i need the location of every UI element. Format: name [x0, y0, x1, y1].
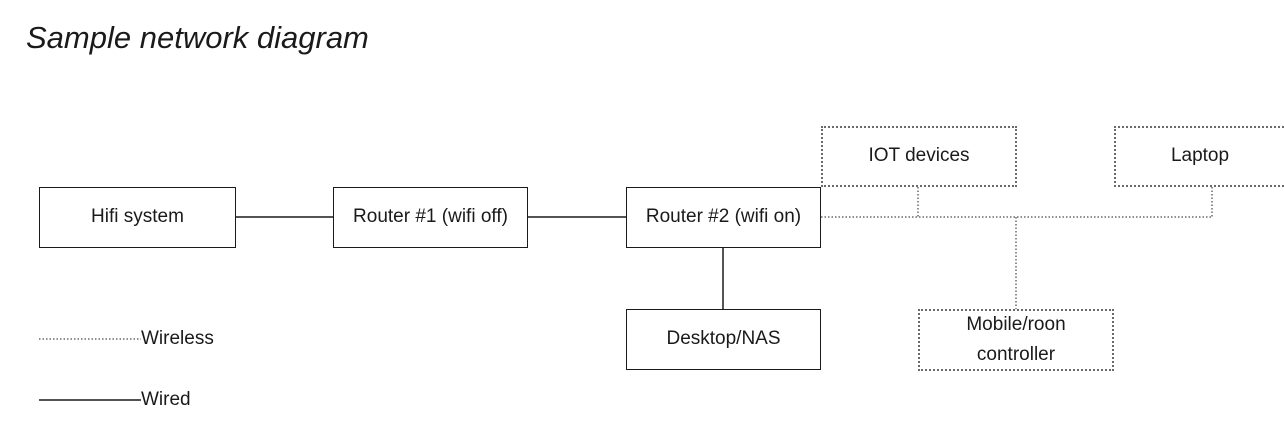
node-iot-devices-label: IOT devices — [868, 145, 970, 167]
diagram-title: Sample network diagram — [26, 20, 369, 55]
node-iot-devices: IOT devices — [821, 126, 1017, 187]
node-router-2: Router #2 (wifi on) — [626, 187, 821, 248]
node-router-1-label: Router #1 (wifi off) — [353, 206, 508, 228]
node-laptop: Laptop — [1114, 126, 1284, 187]
node-desktop-nas-label: Desktop/NAS — [666, 328, 781, 350]
node-router-1: Router #1 (wifi off) — [333, 187, 528, 248]
node-mobile-roon-controller: Mobile/roon controller — [918, 309, 1114, 371]
legend-wireless-label: Wireless — [141, 328, 214, 349]
node-router-2-label: Router #2 (wifi on) — [645, 206, 802, 228]
node-mobile-label-line1: Mobile/roon — [966, 313, 1066, 335]
node-mobile-label-line2: controller — [976, 344, 1056, 365]
node-desktop-nas: Desktop/NAS — [626, 309, 821, 370]
node-hifi-system-label: Hifi system — [91, 206, 184, 228]
legend-wired-label: Wired — [141, 389, 191, 410]
node-laptop-label: Laptop — [1170, 145, 1230, 167]
node-hifi-system: Hifi system — [39, 187, 236, 248]
